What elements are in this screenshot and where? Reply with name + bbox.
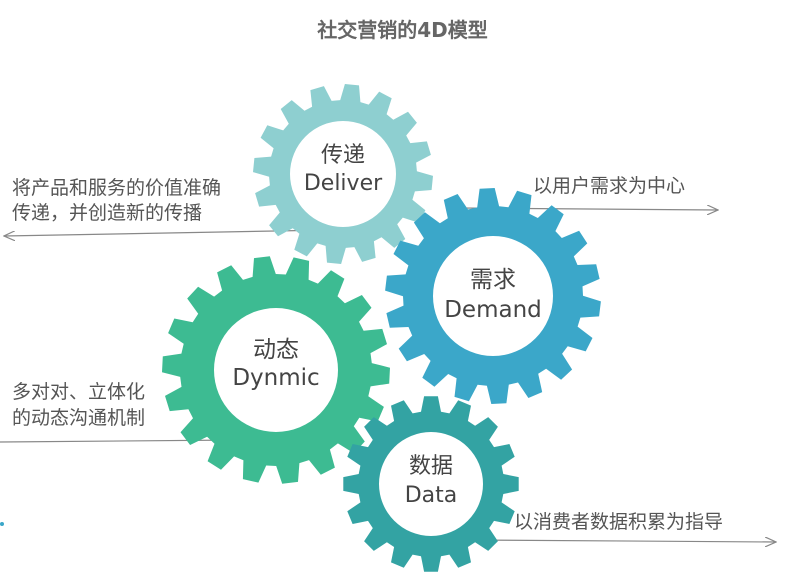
data-arrow-line: [469, 540, 776, 542]
demand-desc: 以用户需求为中心: [533, 175, 685, 197]
demand-cn-label: 需求: [470, 267, 516, 293]
data-cn-label: 数据: [409, 454, 453, 479]
gear-data: [343, 396, 519, 572]
gear-deliver: [253, 84, 433, 264]
deliver-en-label: Deliver: [304, 171, 383, 196]
gear-demand-shape: [385, 188, 601, 404]
deliver-desc-line-2: 传递，并创造新的传播: [12, 202, 202, 224]
data-en-label: Data: [405, 483, 458, 508]
gear-dynmic: [162, 256, 390, 484]
edge-dot: [0, 522, 4, 526]
deliver-cn-label: 传递: [321, 143, 365, 168]
gear-data-shape: [343, 396, 519, 572]
diagram-title: 社交营销的4D模型: [317, 18, 488, 42]
dynmic-cn-label: 动态: [253, 337, 299, 363]
dynmic-desc-line-1: 多对对、立体化: [12, 381, 145, 403]
deliver-desc-line-1: 将产品和服务的价值准确: [12, 177, 221, 199]
gear-deliver-shape: [253, 84, 433, 264]
gear-demand: [385, 188, 601, 404]
demand-en-label: Demand: [444, 297, 542, 323]
data-desc: 以消费者数据积累为指导: [514, 511, 723, 533]
dynmic-desc-line-2: 的动态沟通机制: [12, 407, 145, 429]
dynmic-en-label: Dynmic: [232, 365, 319, 391]
gear-dynmic-shape: [162, 256, 390, 484]
dynmic-line: [0, 439, 241, 443]
